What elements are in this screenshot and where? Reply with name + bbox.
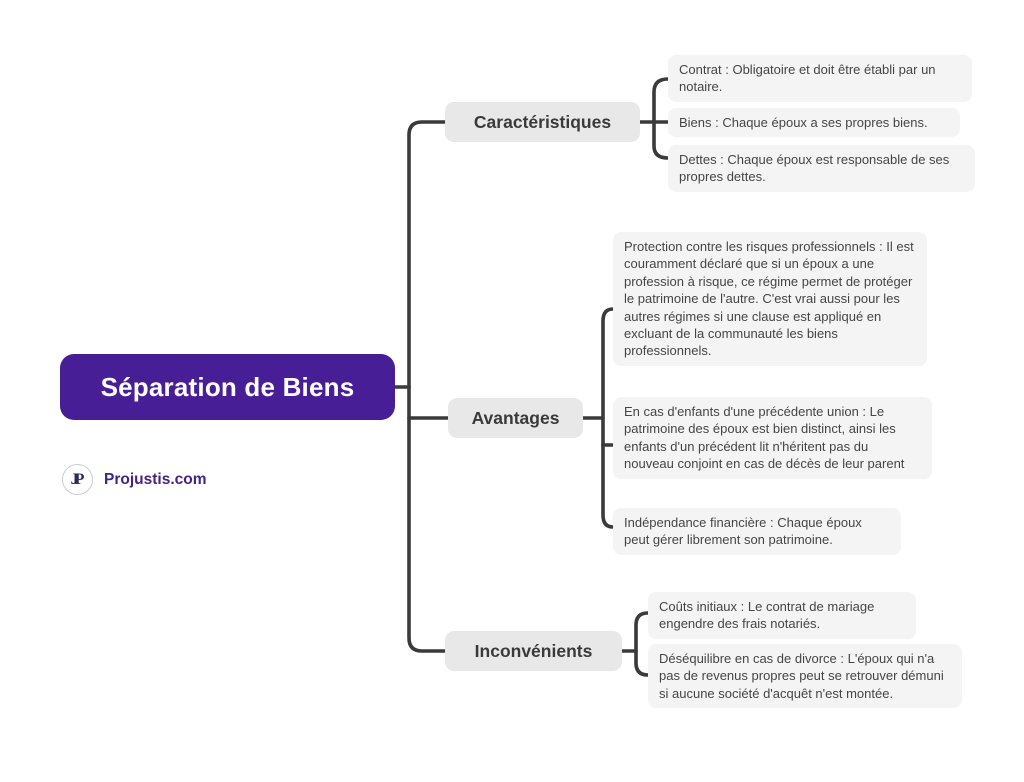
- branch-node-avantages: Avantages: [448, 398, 583, 438]
- edge-trunk-caracteristiques: [407, 120, 447, 389]
- leaf-node-enfants-precedente-union: En cas d'enfants d'une précédente union …: [613, 397, 932, 479]
- monogram-icon: JP: [70, 470, 85, 488]
- brand-logo: JP Projustis.com: [62, 464, 207, 495]
- leaf-node-protection-risques: Protection contre les risques profession…: [613, 232, 927, 366]
- leaf-node-desequilibre-divorce: Déséquilibre en cas de divorce : L'époux…: [648, 644, 962, 709]
- edge-trunk-inconvenients: [407, 385, 447, 653]
- leaf-node-independance-financiere: Indépendance financière : Chaque époux p…: [613, 508, 901, 555]
- leaf-node-dettes: Dettes : Chaque époux est responsable de…: [668, 145, 975, 192]
- leaf-node-couts-initiaux: Coûts initiaux : Le contrat de mariage e…: [648, 592, 916, 639]
- branch-node-inconvenients: Inconvénients: [445, 631, 622, 671]
- brand-logo-icon: JP: [62, 464, 93, 495]
- leaf-node-contrat: Contrat : Obligatoire et doit être établ…: [668, 55, 972, 102]
- edge-caracteristiques-bracket: [652, 77, 670, 160]
- root-node: Séparation de Biens: [60, 354, 395, 420]
- branch-node-caracteristiques: Caractéristiques: [445, 102, 640, 142]
- edge-inconvenients-bracket: [634, 611, 650, 677]
- edge-avantages-bracket: [601, 307, 615, 529]
- leaf-node-biens: Biens : Chaque époux a ses propres biens…: [668, 108, 960, 138]
- brand-name: Projustis.com: [104, 470, 207, 488]
